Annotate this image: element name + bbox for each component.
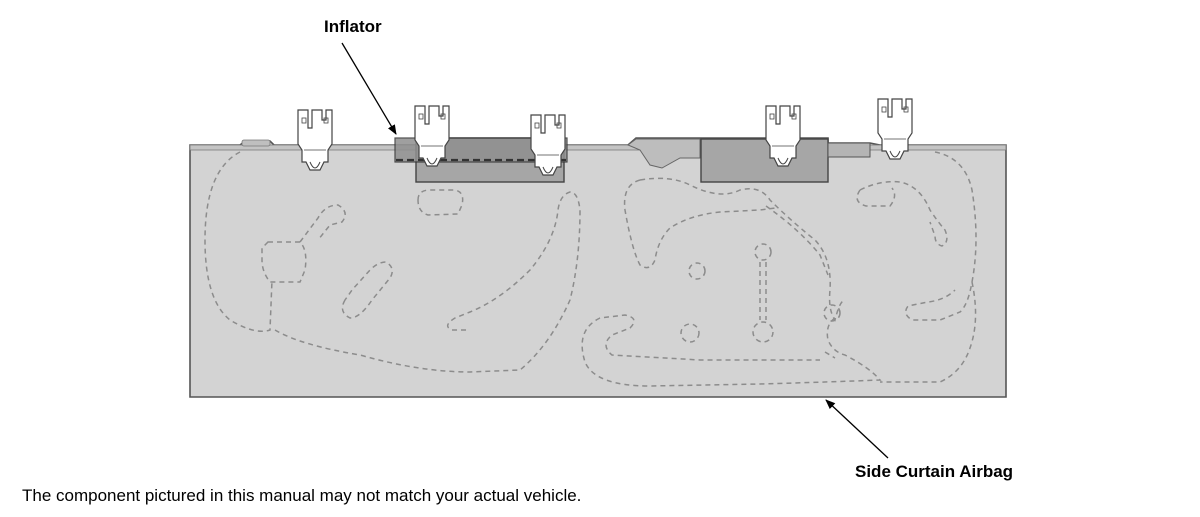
airbag-leader-line — [825, 399, 889, 459]
right-housing — [700, 138, 871, 183]
mounting-clip — [530, 114, 566, 176]
side-curtain-airbag-label: Side Curtain Airbag — [855, 462, 1014, 481]
mounting-clip — [414, 105, 450, 167]
inflator-label: Inflator — [324, 17, 382, 36]
seam-lines — [204, 151, 977, 387]
disclaimer-footnote: The component pictured in this manual ma… — [22, 486, 582, 505]
airbag-body — [189, 137, 1007, 398]
inflator-leader-line — [341, 42, 397, 135]
mounting-clip — [765, 105, 801, 167]
mounting-clip — [297, 109, 333, 171]
mounting-clip — [877, 98, 913, 160]
